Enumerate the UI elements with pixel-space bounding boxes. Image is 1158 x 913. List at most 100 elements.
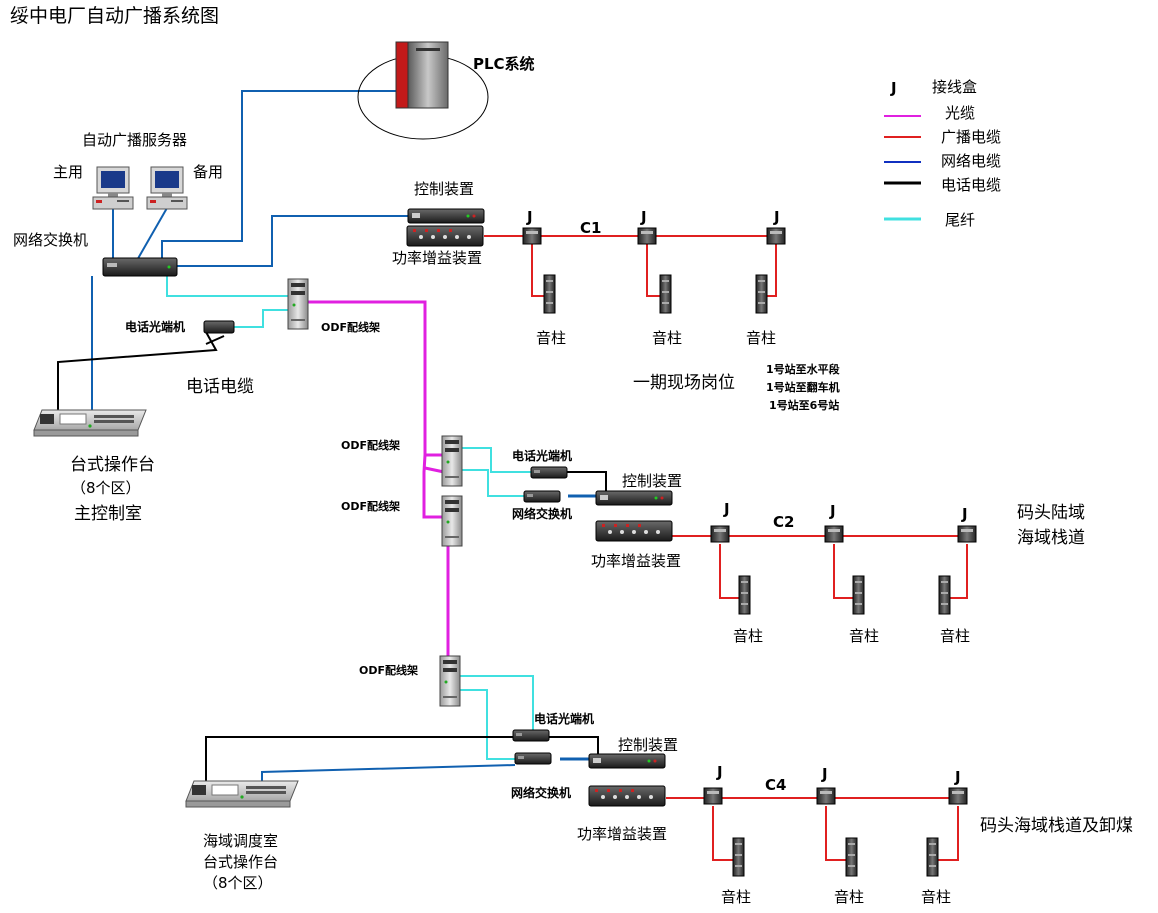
s2-amplifier-icon: [595, 520, 673, 542]
s1-note-1: 1号站至水平段: [766, 362, 840, 376]
pigtail-s3-phone: [460, 675, 534, 733]
s3-phone-optical-icon: [512, 729, 550, 742]
s2-amplifier-label: 功率增益装置: [591, 552, 681, 570]
s1-speaker-3-icon: [755, 274, 768, 314]
s2-junction-2-label: J: [829, 502, 836, 520]
s3-junction-1-label: J: [716, 763, 723, 781]
s2-junction-2-box: [824, 525, 844, 543]
main-console-zones: （8个区）: [71, 479, 141, 497]
s2-odf-a-label: ODF配线架: [341, 438, 400, 452]
s3-switch-icon: [514, 752, 552, 765]
s1-junction-3-box: [766, 227, 786, 245]
s2-controller-icon: [595, 490, 673, 506]
main-phone-optical-icon: [203, 320, 235, 334]
legend-phone-label: 电话电缆: [941, 176, 1001, 194]
fiber-cross: [424, 466, 445, 474]
s2-odf-b-label: ODF配线架: [341, 499, 400, 513]
s1-junction-2-label: J: [640, 208, 647, 226]
main-odf-label: ODF配线架: [321, 320, 380, 334]
phone-cable-tick: [205, 335, 225, 345]
legend: J 接线盒 光缆 广播电缆 网络电缆 电话电缆 尾纤: [884, 78, 1001, 229]
s3-amplifier-label: 功率增益装置: [577, 825, 667, 843]
s1-speaker-1-label: 音柱: [536, 329, 566, 347]
s3-speaker-1-icon: [732, 837, 745, 877]
s2-junction-1-label: J: [723, 500, 730, 518]
s2-speaker-1-label: 音柱: [733, 627, 763, 645]
s2-area-line2: 海域栈道: [1017, 528, 1085, 548]
legend-fiber-label: 光缆: [945, 104, 975, 122]
phone-cable-s3: [205, 736, 515, 783]
s1-speaker-3-label: 音柱: [746, 329, 776, 347]
main-switch-label: 网络交换机: [13, 231, 88, 249]
s1-note-2: 1号站至翻车机: [766, 380, 840, 394]
s3-controller-icon: [588, 753, 666, 769]
pigtail-s2-phone: [462, 447, 531, 473]
s1-controller-icon: [407, 208, 485, 224]
main-odf-icon: [287, 278, 309, 330]
plc-label: PLC系统: [473, 55, 535, 73]
s1-junction-1-box: [522, 227, 542, 245]
s3-speaker-2-icon: [845, 837, 858, 877]
main-console-label: 台式操作台: [70, 455, 155, 475]
s1-junction-2-box: [637, 227, 657, 245]
s3-area-label: 码头海域栈道及卸煤: [980, 816, 1133, 836]
pigtail-s3-switch: [460, 689, 516, 760]
s1-amplifier-label: 功率增益装置: [392, 249, 482, 267]
network-cable-controller1: [176, 215, 410, 267]
backup-server-label: 备用: [193, 163, 223, 181]
legend-junction-label: 接线盒: [932, 78, 977, 96]
s3-console-icon: [185, 780, 299, 808]
s3-speaker-3-icon: [926, 837, 939, 877]
legend-junction-symbol: J: [890, 79, 897, 97]
s3-junction-3-label: J: [954, 768, 961, 786]
s3-speaker-1-label: 音柱: [721, 888, 751, 906]
s1-speaker-1-icon: [543, 274, 556, 314]
s3-speaker-3-label: 音柱: [921, 888, 951, 906]
s3-junction-2-label: J: [821, 765, 828, 783]
server-title: 自动广播服务器: [82, 131, 187, 149]
main-switch-icon: [102, 257, 178, 277]
s2-speaker-3-label: 音柱: [940, 627, 970, 645]
legend-pigtail-label: 尾纤: [945, 211, 975, 229]
phone-cable-main: [57, 331, 218, 413]
pigtail-phone-odf: [234, 309, 289, 328]
s3-odf-label: ODF配线架: [359, 663, 418, 677]
s2-speaker-2-icon: [852, 575, 865, 615]
s2-junction-1-box: [710, 525, 730, 543]
s3-controller-label: 控制装置: [618, 736, 678, 754]
s1-controller-label: 控制装置: [414, 180, 474, 198]
s1-speaker-2-icon: [659, 274, 672, 314]
s2-speaker-3-icon: [938, 575, 951, 615]
s3-console-label: 台式操作台: [203, 853, 278, 871]
network-cable-plc: [161, 90, 401, 262]
s2-area-line1: 码头陆域: [1017, 503, 1085, 523]
s3-switch-label: 网络交换机: [511, 785, 571, 800]
main-phone-optical-label: 电话光端机: [125, 319, 185, 334]
phone-cable-s3-ctrl: [547, 736, 599, 755]
s2-controller-label: 控制装置: [622, 472, 682, 490]
phone-cable-s2: [565, 471, 607, 492]
s3-cable-label: C4: [765, 776, 786, 794]
s1-junction-3-label: J: [773, 208, 780, 226]
s2-phone-optical-icon: [530, 466, 568, 479]
s2-cable-label: C2: [773, 513, 794, 531]
backup-server-icon: [146, 166, 188, 210]
main-console-icon: [33, 409, 147, 437]
s1-speaker-2-label: 音柱: [652, 329, 682, 347]
primary-server-icon: [92, 166, 134, 210]
s2-switch-icon: [523, 490, 561, 503]
s3-speaker-2-label: 音柱: [834, 888, 864, 906]
s2-phone-optical-label: 电话光端机: [512, 448, 572, 463]
s3-junction-1-box: [703, 787, 723, 805]
s2-junction-3-box: [957, 525, 977, 543]
s1-note-3: 1号站至6号站: [769, 398, 839, 412]
s3-console-zones: （8个区）: [203, 874, 273, 892]
s3-junction-2-box: [816, 787, 836, 805]
s1-cable-label: C1: [580, 219, 601, 237]
s3-console-room-label: 海域调度室: [203, 832, 278, 850]
pigtail-s2-switch: [462, 469, 524, 497]
primary-server-label: 主用: [53, 163, 83, 181]
plc-cabinet-icon: [395, 41, 449, 109]
network-cable-s3-console: [261, 764, 516, 785]
